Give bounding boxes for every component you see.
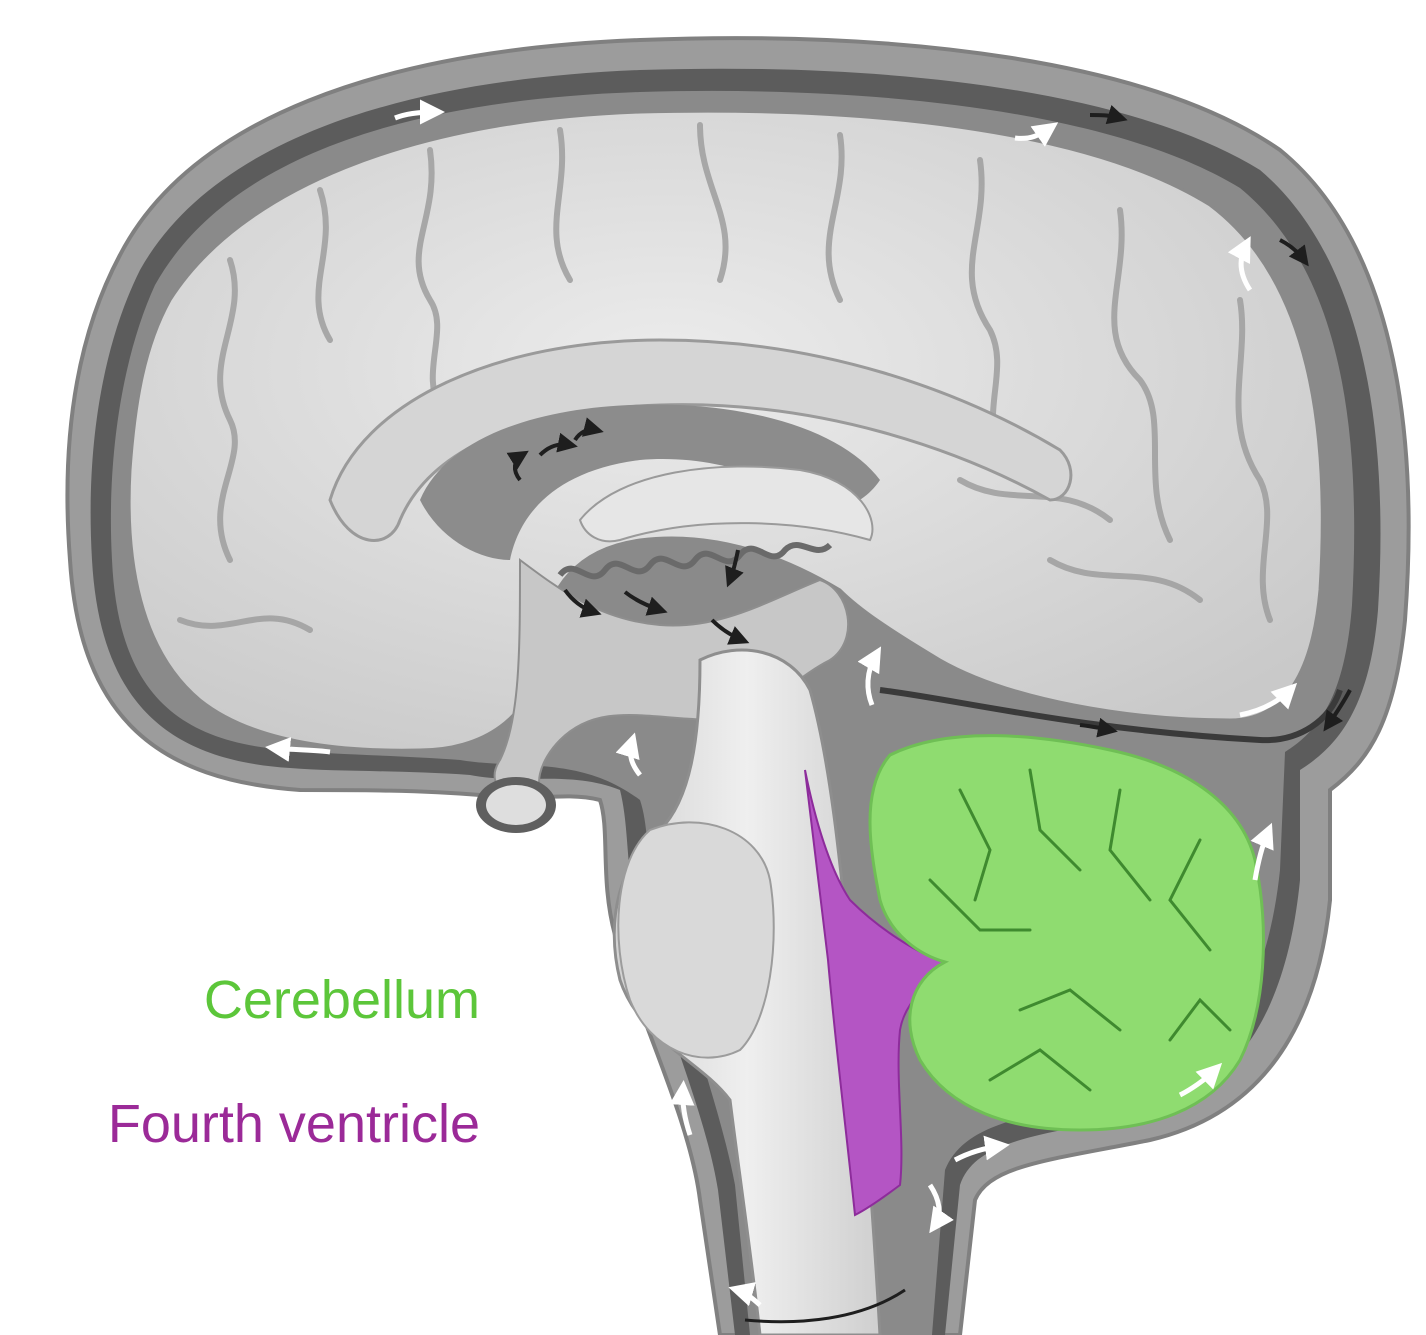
pituitary-gland — [476, 777, 556, 833]
cerebellum-region — [870, 736, 1263, 1130]
pons — [618, 822, 773, 1057]
cerebellum-label: Cerebellum — [204, 970, 480, 1030]
fourth-ventricle-label: Fourth ventricle — [108, 1094, 480, 1154]
